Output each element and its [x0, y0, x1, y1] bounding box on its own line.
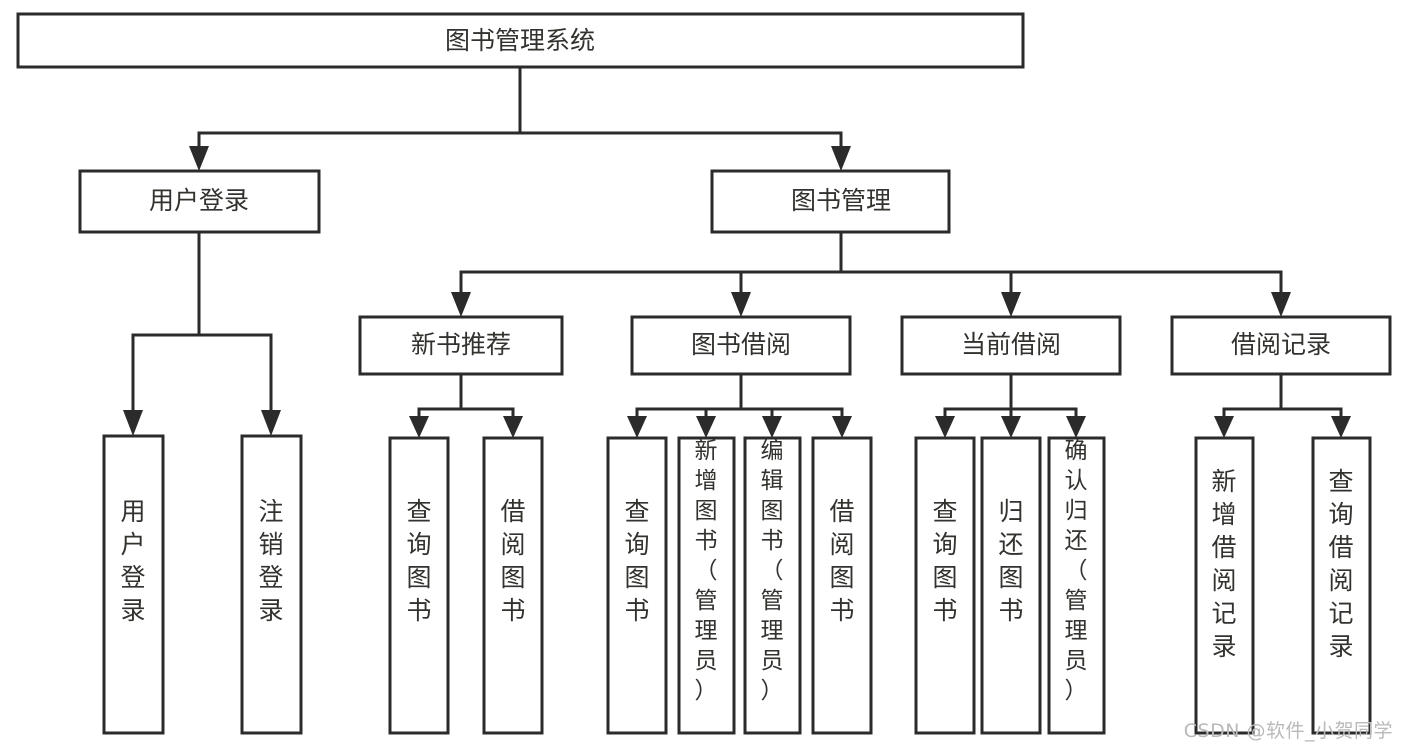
leaf-label-query-book-2: 查询图书 [624, 497, 649, 625]
node-new-book-recommend-label: 新书推荐 [411, 330, 511, 359]
node-user-login-label: 用户登录 [149, 186, 249, 215]
node-book-borrow-label: 图书借阅 [691, 330, 791, 359]
leaf-node[interactable]: 用户登录 [102, 434, 165, 735]
leaf-label-borrow-book-1: 借阅图书 [500, 497, 525, 625]
node-book-management[interactable]: 图书管理 [710, 169, 951, 234]
leaf-node[interactable]: 新增借阅记录 [1194, 436, 1255, 735]
leaf-node[interactable]: 查询借阅记录 [1311, 436, 1372, 735]
node-borrow-record-label: 借阅记录 [1231, 330, 1331, 359]
leaf-label-query-book-1: 查询图书 [406, 497, 431, 625]
leaf-node[interactable]: 查询图书 [606, 436, 668, 735]
leaf-node[interactable]: 新增图书（管理员） [677, 436, 736, 735]
leaf-node[interactable]: 确认归还（管理员） [1047, 436, 1106, 735]
edges-layer [123, 65, 1351, 438]
leaf-node[interactable]: 注销登录 [240, 434, 303, 735]
node-current-borrow-label: 当前借阅 [961, 330, 1061, 359]
node-root[interactable]: 图书管理系统 [16, 12, 1025, 69]
leaf-node[interactable]: 归还图书 [980, 436, 1042, 735]
leaf-label-query-book-3: 查询图书 [932, 497, 957, 625]
leaf-label-return-book: 归还图书 [998, 497, 1023, 625]
leaf-node[interactable]: 编辑图书（管理员） [743, 436, 802, 735]
edge-book-mgmt-to-level2 [451, 230, 1291, 317]
leaf-label-edit-book-admin: 编辑图书（管理员） [761, 438, 784, 704]
leaf-label-add-borrow-record: 新增借阅记录 [1211, 467, 1236, 661]
node-user-login[interactable]: 用户登录 [78, 169, 321, 234]
node-root-label: 图书管理系统 [445, 26, 595, 55]
edge-new-book-to-leaves [409, 372, 523, 438]
edge-current-borrow-to-leaves [935, 372, 1086, 438]
node-new-book-recommend[interactable]: 新书推荐 [358, 315, 564, 376]
leaf-node[interactable]: 借阅图书 [482, 436, 544, 735]
edge-book-borrow-to-leaves [627, 372, 852, 438]
leaf-label-add-book-admin: 新增图书（管理员） [695, 438, 718, 704]
leaf-label-query-borrow-record: 查询借阅记录 [1328, 467, 1353, 661]
leaf-label-logout: 注销登录 [258, 497, 283, 625]
edge-user-login-to-leaves [123, 230, 281, 436]
edge-root-to-level1 [189, 65, 851, 171]
csdn-watermark: CSDN @软件_小贺同学 [1183, 720, 1393, 742]
leaf-node[interactable]: 查询图书 [388, 436, 450, 735]
node-borrow-record[interactable]: 借阅记录 [1170, 315, 1392, 376]
leaf-label-borrow-book-2: 借阅图书 [829, 497, 854, 625]
leaf-node[interactable]: 借阅图书 [811, 436, 873, 735]
edge-borrow-record-to-leaves [1214, 372, 1351, 438]
node-book-borrow[interactable]: 图书借阅 [630, 315, 852, 376]
leaf-label-confirm-return-admin: 确认归还（管理员） [1065, 438, 1088, 704]
node-book-management-label: 图书管理 [791, 186, 891, 215]
node-current-borrow[interactable]: 当前借阅 [900, 315, 1122, 376]
leaf-label-user-login: 用户登录 [120, 497, 145, 625]
leaf-node[interactable]: 查询图书 [914, 436, 976, 735]
